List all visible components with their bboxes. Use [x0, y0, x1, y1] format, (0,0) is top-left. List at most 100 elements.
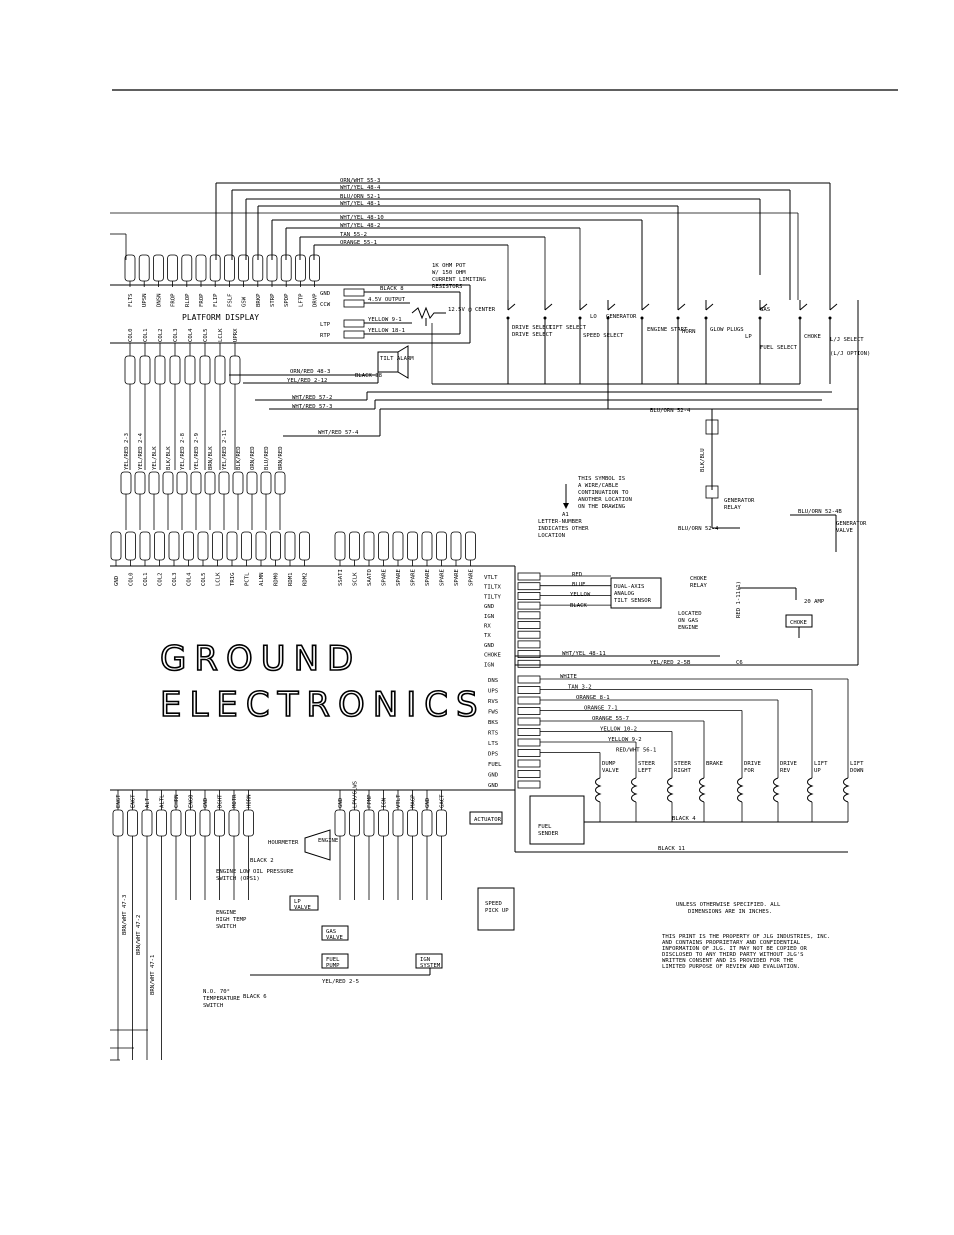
- valve-pin-label: FWS: [488, 710, 498, 716]
- pin-connector: [255, 531, 267, 561]
- svg-text:PICK UP: PICK UP: [485, 908, 509, 914]
- pin-connector: [226, 531, 238, 561]
- svg-text:YELLOW 9-1: YELLOW 9-1: [368, 317, 402, 323]
- pin-connector: [517, 621, 541, 629]
- bottom-components: ACTUATOR FUEL SENDER BLACK 11 HOURMETER …: [203, 790, 848, 1009]
- bottom-pin-label: MOTR: [232, 794, 238, 808]
- bottom-pin-label: ENGT: [131, 794, 137, 808]
- top-pin-label: FROP: [199, 293, 205, 307]
- mid-wire-label: YEL/RED 2-3: [124, 433, 130, 470]
- svg-text:WHT/YEL 48-11: WHT/YEL 48-11: [562, 651, 606, 657]
- svg-text:TILT ALARM: TILT ALARM: [380, 356, 414, 362]
- pin-connector: [199, 809, 211, 837]
- mid-wire-label: YEL/RED 2-11: [222, 430, 228, 470]
- pin-connector: [334, 531, 346, 561]
- valve-label: UP: [814, 768, 821, 774]
- pin-connector: [190, 471, 202, 495]
- pin-connector: [450, 531, 462, 561]
- svg-text:BLACK 8: BLACK 8: [380, 286, 404, 292]
- j1-pin-label: COL4: [187, 572, 193, 586]
- j1-pin-label: COL5: [201, 573, 207, 586]
- svg-text:4.5V OUTPUT: 4.5V OUTPUT: [368, 297, 406, 303]
- pin-connector: [517, 707, 541, 715]
- top-pin-label: FROP: [171, 293, 177, 307]
- solenoid-coil: [631, 777, 638, 803]
- svg-text:BLACK 11: BLACK 11: [658, 846, 685, 852]
- valve-wire-label: TAN 3-2: [568, 685, 592, 691]
- svg-text:TAN 55-2: TAN 55-2: [340, 232, 367, 238]
- pin-connector: [197, 531, 209, 561]
- switch-contact: [607, 303, 616, 311]
- svg-text:ACTUATOR: ACTUATOR: [474, 817, 502, 823]
- generator-circuit: BLU/ORN 52-4 BLK/BLU GENERATOR RELAY BLU…: [608, 300, 867, 552]
- pin-connector: [218, 471, 230, 495]
- pin-connector: [378, 531, 389, 561]
- switch-contact: [579, 303, 588, 311]
- svg-text:LP: LP: [294, 899, 301, 905]
- valve-label: REV: [780, 768, 791, 774]
- col-pin-label: LCLK: [218, 328, 224, 342]
- svg-text:ANOTHER LOCATION: ANOTHER LOCATION: [578, 497, 632, 503]
- mid-wire-label: YEL/RED 2-4: [138, 432, 144, 470]
- valve-label: BRAKE: [706, 761, 723, 767]
- switch-node: [704, 316, 708, 320]
- svg-text:WRITTEN CONSENT AND IS PROVIDE: WRITTEN CONSENT AND IS PROVIDED FOR THE: [662, 958, 794, 964]
- svg-text:ORN/RED 48-3: ORN/RED 48-3: [290, 369, 330, 375]
- svg-text:RED: RED: [572, 572, 583, 578]
- col-pin-label: COL1: [143, 329, 149, 342]
- j2-pin-label: SSATI: [338, 569, 344, 586]
- col-pin-label: COL2: [158, 329, 164, 342]
- pin-connector: [517, 717, 541, 726]
- pin-connector: [120, 471, 132, 495]
- valve-pin-label: GND: [488, 773, 499, 779]
- platform-display-label: PLATFORM DISPLAY: [182, 313, 259, 322]
- ground-title-1: GROUND: [160, 639, 361, 679]
- pin-connector: [517, 738, 541, 747]
- pin-connector: [134, 471, 146, 495]
- pin-connector: [181, 254, 193, 282]
- pin-connector: [241, 531, 252, 561]
- svg-text:12.5V @ CENTER: 12.5V @ CENTER: [448, 307, 496, 313]
- svg-text:LETTER-NUMBER: LETTER-NUMBER: [538, 519, 582, 525]
- pin-connector: [517, 728, 541, 736]
- svg-text:VALVE: VALVE: [294, 905, 311, 911]
- bottom-pin-label: GND: [203, 797, 209, 808]
- switch-contact: [544, 303, 553, 311]
- j1-pin-label: COL0: [129, 573, 135, 586]
- svg-text:YEL/RED 2-5: YEL/RED 2-5: [322, 979, 359, 985]
- pin-connector: [223, 254, 235, 282]
- pin-connector: [517, 582, 541, 591]
- pin-connector: [184, 355, 196, 385]
- svg-text:ENGINE: ENGINE: [678, 625, 699, 631]
- switch-node: [606, 316, 610, 320]
- bottom-pin-label: DGHT: [218, 794, 224, 808]
- top-wire-bundle: ORN/WHT 55-3 WHT/YEL 48-4 BLU/ORN 52-1 W…: [110, 178, 831, 300]
- solenoid-coil: [773, 777, 780, 803]
- j5-pin-label: TILTY: [484, 594, 501, 600]
- svg-text:CHOKE: CHOKE: [790, 620, 807, 626]
- pin-connector: [162, 471, 174, 495]
- svg-text:LTP: LTP: [320, 322, 331, 328]
- svg-text:BLK/BLU: BLK/BLU: [700, 448, 706, 472]
- pin-connector: [152, 254, 164, 282]
- j2-pin-label: SPARE: [469, 569, 475, 586]
- j5-pin-label: GND: [484, 643, 495, 649]
- svg-text:HIGH TEMP: HIGH TEMP: [216, 917, 247, 923]
- j5-pin-label: GND: [484, 604, 495, 610]
- valve-pin-label: UPS: [488, 689, 498, 695]
- switch-contact: [641, 303, 650, 311]
- bottom-pin-label: GND: [425, 797, 431, 808]
- svg-text:GENERATOR: GENERATOR: [724, 498, 755, 504]
- svg-text:BLACK 6: BLACK 6: [243, 994, 267, 1000]
- valve-label: RIGHT: [674, 768, 691, 774]
- top-pin-label: RLOP: [185, 293, 191, 307]
- pin-connector: [517, 650, 541, 658]
- svg-text:BLU/ORN 52-1: BLU/ORN 52-1: [340, 194, 380, 200]
- pin-connector: [185, 809, 196, 837]
- pin-connector: [214, 355, 226, 385]
- top-pin-label: FLIP: [213, 293, 219, 307]
- svg-text:ON GAS: ON GAS: [678, 618, 698, 624]
- pin-connector: [209, 254, 221, 282]
- top-pin-label: STRP: [270, 293, 276, 307]
